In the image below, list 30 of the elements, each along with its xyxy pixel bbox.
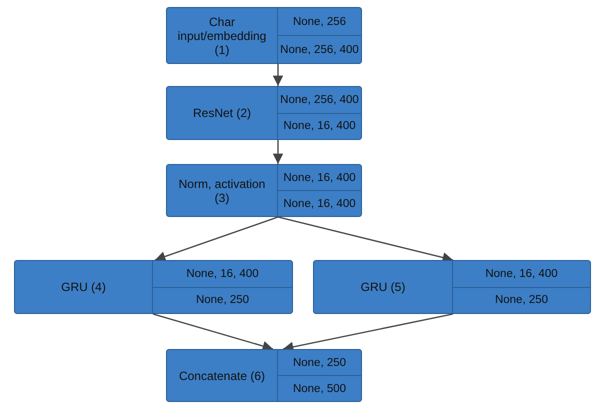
tensor-shape-cell: None, 16, 400 [452, 261, 590, 286]
tensor-shape-cell: None, 16, 400 [277, 165, 361, 190]
layer-box [313, 260, 591, 314]
layer-name: GRU (5) [360, 280, 406, 294]
layer-name: Norm, activation (3) [178, 176, 266, 204]
layer-box [14, 260, 293, 314]
arrow [282, 313, 454, 352]
arrow [154, 216, 278, 262]
tensor-shape-cell: None, 256, 400 [277, 87, 361, 112]
layer-name: ResNet (2) [192, 106, 251, 120]
arrow [272, 64, 284, 86]
tensor-shape-cell: None, 500 [277, 375, 361, 401]
tensor-shape-cell: None, 16, 400 [277, 112, 361, 139]
layer-name: GRU (4) [61, 280, 106, 294]
tensor-shape-cell: None, 250 [152, 286, 292, 313]
layer-name: Concatenate (6) [178, 368, 266, 382]
layer-name: Char input/embedding (1) [176, 14, 268, 56]
tensor-shape-cell: None, 16, 400 [152, 261, 292, 286]
arrow [152, 313, 274, 352]
layer-box [166, 7, 362, 64]
tensor-shape-cell: None, 256, 400 [277, 35, 361, 63]
arrow [272, 140, 284, 164]
layer-box [166, 164, 362, 217]
layer-box [166, 349, 362, 402]
tensor-shape-cell: None, 16, 400 [277, 190, 361, 216]
tensor-shape-cell: None, 250 [452, 286, 590, 313]
arrow [278, 216, 454, 263]
tensor-shape-cell: None, 250 [277, 350, 361, 375]
layer-box [166, 86, 362, 140]
tensor-shape-cell: None, 256 [277, 8, 361, 35]
